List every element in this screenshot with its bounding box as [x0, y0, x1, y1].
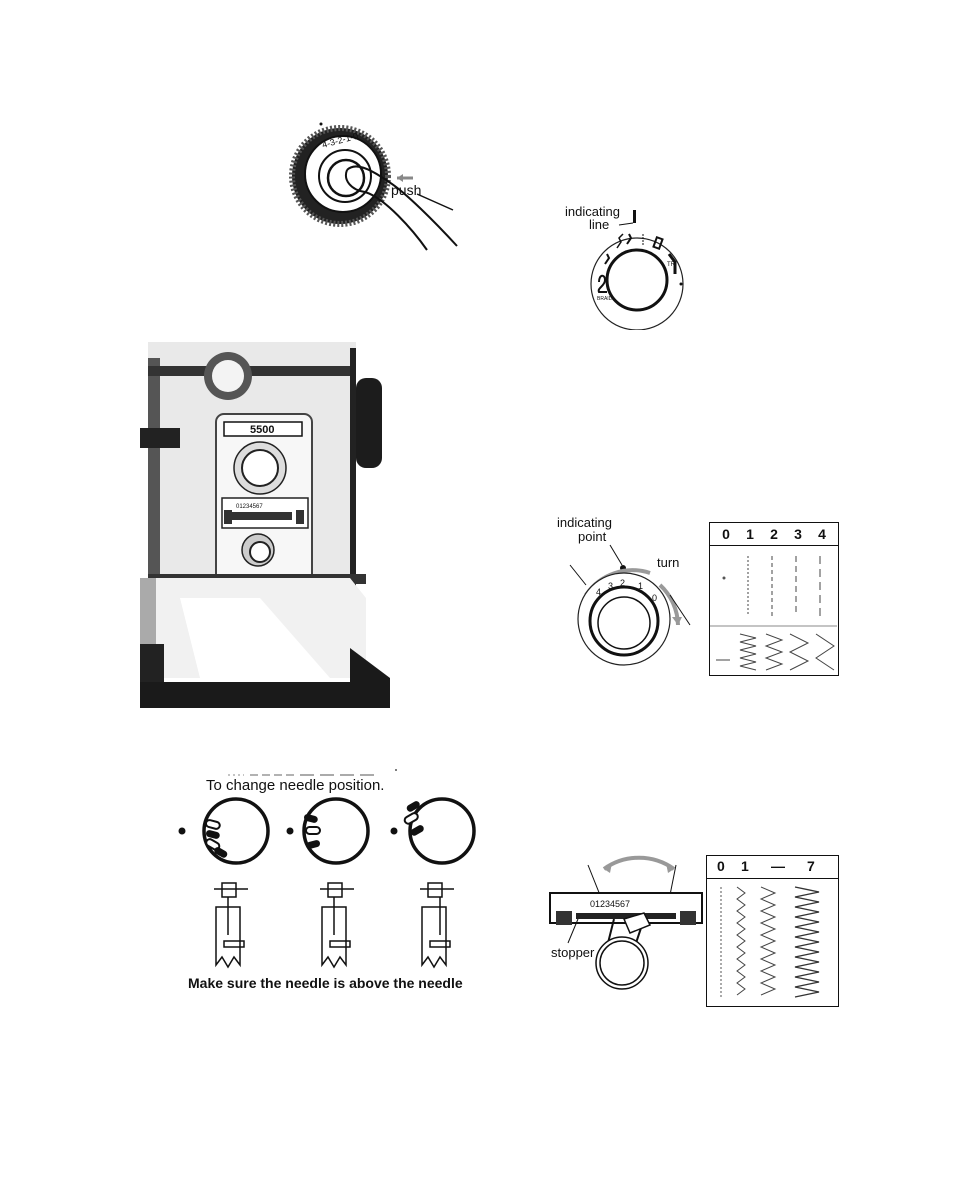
width-header-7: 7	[807, 858, 815, 874]
stopper-label: stopper	[551, 945, 594, 960]
stitch-length-samples	[710, 546, 837, 674]
length-header-2: 2	[770, 526, 778, 542]
dial-number-4: 4	[596, 587, 601, 597]
presser-foot-center	[320, 883, 354, 967]
length-header-3: 3	[794, 526, 802, 542]
width-scale: 01234567	[236, 504, 263, 510]
pattern-selector-dial: TR BRAID	[565, 200, 705, 330]
dial-number-3: 3	[608, 581, 613, 591]
width-header-0: 0	[717, 858, 725, 874]
push-dial-figure: 4-3-2-1-0 push	[285, 118, 465, 258]
machine-photo: 5500 01234567	[140, 338, 390, 708]
presser-foot-left	[214, 883, 248, 967]
stitch-length-dial: 4 3 2 1 0	[540, 515, 700, 685]
length-header-4: 4	[818, 526, 826, 542]
length-header-1: 1	[746, 526, 754, 542]
push-dial-illustration: 4-3-2-1-0	[285, 118, 465, 258]
stitch-width-samples	[707, 879, 837, 1005]
dial-number-0: 0	[652, 593, 657, 603]
stitch-width-table: 0 1 — 7	[706, 855, 839, 1007]
needle-position-dials	[170, 795, 480, 985]
dial-number-2: 2	[620, 578, 625, 588]
needle-position-caption: Make sure the needle is above the needle	[188, 975, 463, 991]
stitch-length-table-header: 0 1 2 3 4	[710, 523, 838, 546]
stitch-width-figure: 01234567 stopper	[548, 855, 708, 1005]
length-header-0: 0	[722, 526, 730, 542]
stitch-width-table-header: 0 1 — 7	[707, 856, 838, 879]
presser-foot-right	[420, 883, 454, 967]
model-label: 5500	[250, 424, 274, 436]
sewing-machine-image: 5500 01234567	[140, 338, 390, 708]
width-lever-scale: 01234567	[590, 899, 630, 909]
width-header-dash: —	[771, 858, 785, 874]
stitch-width-lever: 01234567	[548, 855, 708, 1005]
width-header-1: 1	[741, 858, 749, 874]
svg-text:BRAID: BRAID	[597, 296, 613, 302]
push-label: push	[391, 182, 421, 198]
stitch-length-table: 0 1 2 3 4	[709, 522, 839, 676]
needle-position-figure: To change needle position.	[170, 765, 480, 995]
indicating-line-figure: indicating line TR BRAID	[565, 200, 705, 330]
dial-number-1: 1	[638, 581, 643, 591]
stitch-length-figure: indicating point turn 4 3 2 1 0	[540, 515, 700, 685]
needle-position-title: To change needle position.	[206, 777, 384, 794]
svg-text:TR: TR	[667, 262, 676, 268]
